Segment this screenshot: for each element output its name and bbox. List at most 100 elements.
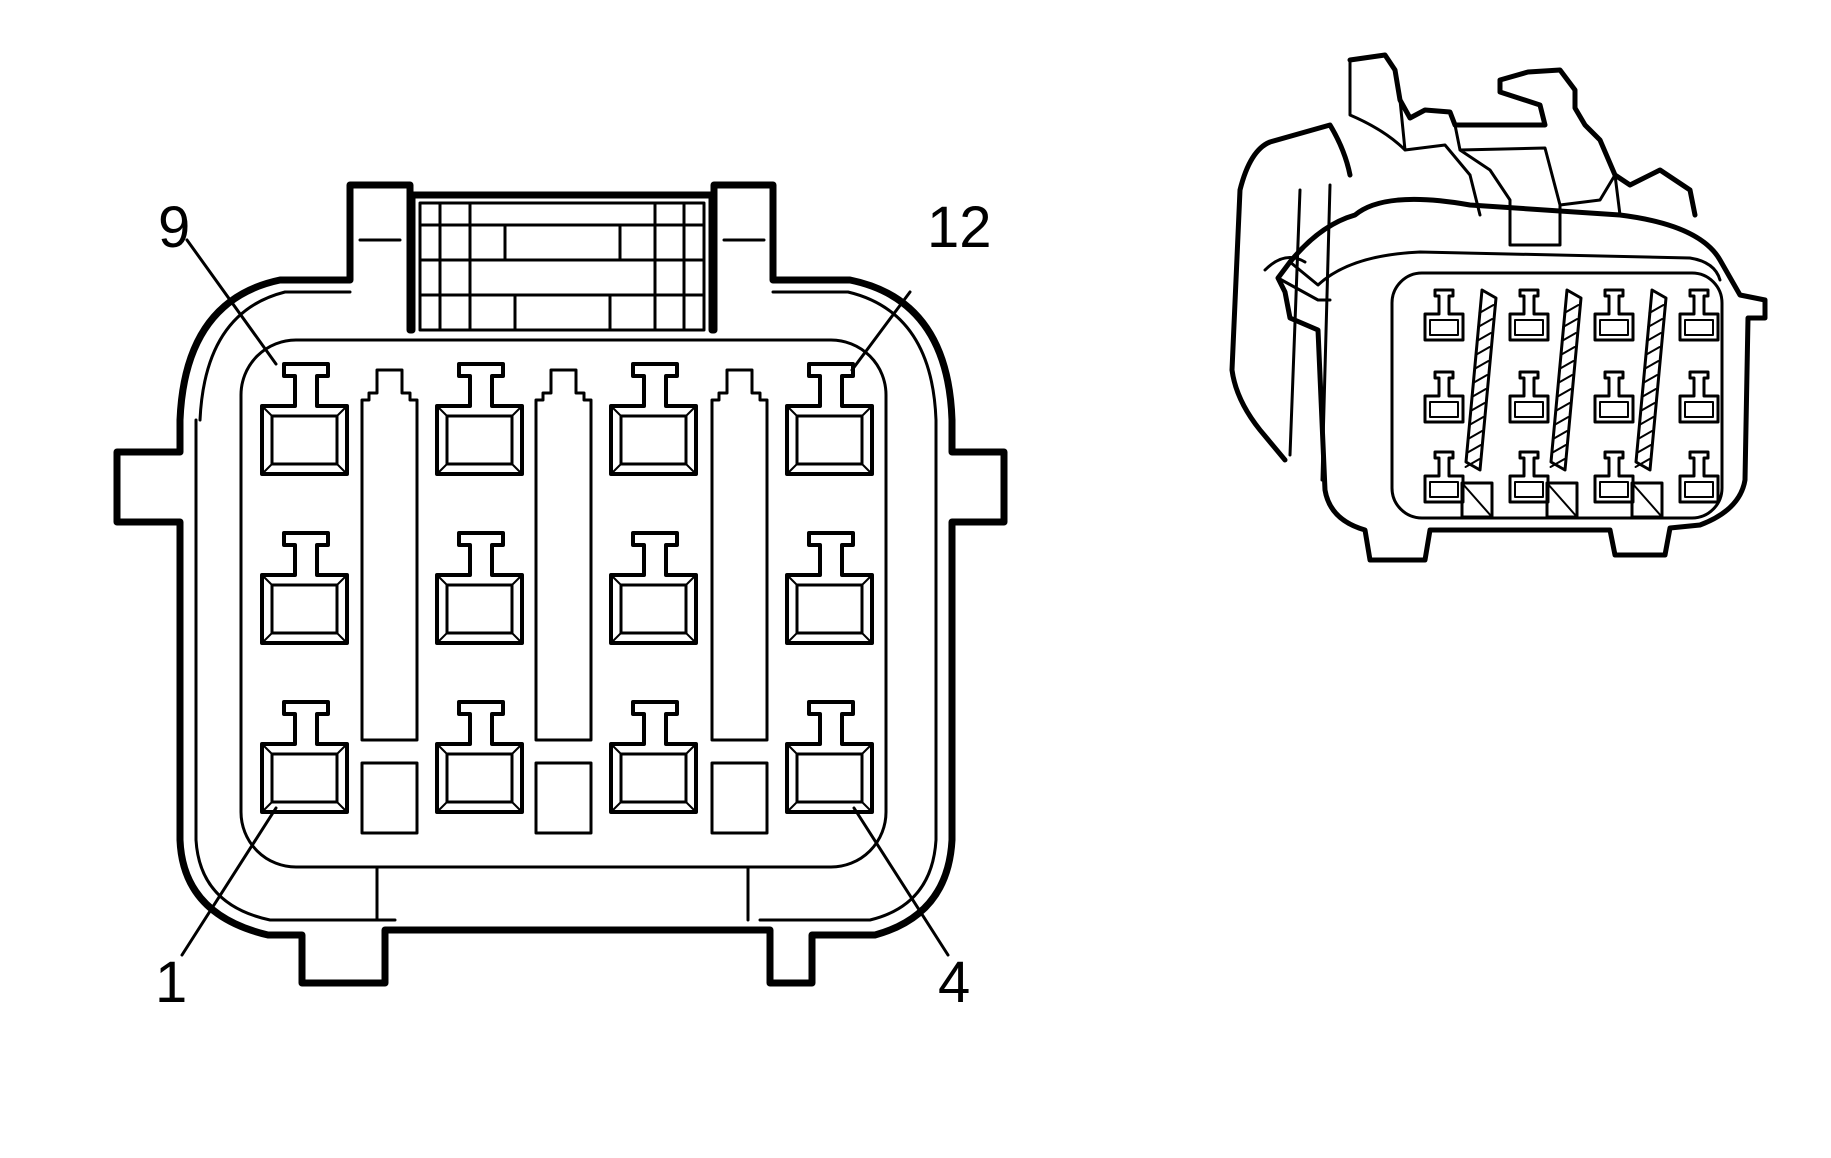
iso-hatch-line — [1644, 346, 1661, 356]
iso-hatch-line — [1469, 402, 1486, 412]
pin-label-1: 1 — [155, 950, 187, 1015]
iso-cavity-outline — [1678, 450, 1720, 504]
iso-hatch-line — [1478, 304, 1495, 314]
iso-separator — [1630, 288, 1668, 519]
iso-hatch-line — [1552, 430, 1569, 440]
iso-cavity-inner — [1684, 401, 1714, 418]
iso-terminal-cavity — [1678, 370, 1720, 424]
cavity-bevel — [436, 405, 523, 475]
iso-cavity-outline — [1423, 288, 1465, 342]
iso-cavity-outline — [1593, 370, 1635, 424]
iso-cavity-inner — [1514, 481, 1544, 498]
cavity-inner — [619, 752, 688, 804]
iso-cavity-inner — [1684, 319, 1714, 336]
separator-block — [360, 761, 419, 835]
iso-cavity-inner — [1514, 319, 1544, 336]
cavity-bevel — [786, 743, 873, 813]
iso-terminal-cavities — [1423, 288, 1720, 504]
iso-cavity-inner — [1514, 401, 1544, 418]
iso-cavity-outline — [1423, 370, 1465, 424]
iso-separator-block — [1630, 481, 1664, 519]
leader-line-1 — [180, 806, 278, 957]
cavity-inner — [270, 414, 339, 466]
cavity-inner — [619, 583, 688, 635]
iso-terminal-cavity — [1678, 450, 1720, 504]
cavity-inner — [445, 583, 514, 635]
iso-hatch-line — [1562, 318, 1579, 328]
terminal-cavity — [260, 362, 349, 476]
iso-hatch-line — [1467, 430, 1484, 440]
column-separator — [534, 368, 593, 835]
iso-terminal-cavity — [1678, 288, 1720, 342]
cavity-inner — [270, 583, 339, 635]
iso-hatch-line — [1464, 458, 1481, 468]
iso-hatch-line — [1640, 388, 1657, 398]
iso-hatch-line — [1559, 346, 1576, 356]
iso-cavity-inner — [1429, 481, 1459, 498]
iso-hatch-line — [1558, 360, 1575, 370]
bottom-key — [375, 865, 750, 922]
iso-separator-block — [1545, 481, 1579, 519]
cavity-bevel — [610, 574, 697, 644]
iso-face-ledge — [1276, 250, 1722, 302]
terminal-cavity — [260, 700, 349, 814]
terminal-cavity — [785, 531, 874, 645]
iso-terminal-cavity — [1593, 288, 1635, 342]
column-separator — [710, 368, 769, 835]
iso-hatch-line — [1555, 388, 1572, 398]
leader-line-4 — [852, 806, 950, 957]
iso-hatch-line — [1638, 416, 1655, 426]
cavity-bevel — [610, 743, 697, 813]
iso-terminal-cavity — [1423, 288, 1465, 342]
iso-hatch-line — [1554, 402, 1571, 412]
connector-isometric-view — [1229, 52, 1768, 563]
latch-block — [358, 201, 766, 332]
iso-cavity-inner — [1599, 319, 1629, 336]
cavity-bevel — [261, 743, 348, 813]
iso-separator-rib — [1464, 288, 1498, 472]
cavity-outline — [260, 700, 349, 814]
separator-block — [534, 761, 593, 835]
iso-terminal-cavity — [1423, 450, 1465, 504]
iso-hatch-line — [1549, 458, 1566, 468]
cavity-inner — [619, 414, 688, 466]
cavity-outline — [785, 531, 874, 645]
cavity-outline — [435, 362, 524, 476]
iso-hatch-line — [1635, 444, 1652, 454]
cavity-bevel — [436, 743, 523, 813]
cavity-outline — [260, 531, 349, 645]
iso-hatch-line — [1563, 304, 1580, 314]
pin-label-9: 9 — [158, 195, 190, 260]
cavity-inner — [445, 414, 514, 466]
iso-hatch-line — [1477, 318, 1494, 328]
iso-terminal-cavity — [1423, 370, 1465, 424]
iso-terminal-cavity — [1593, 450, 1635, 504]
iso-cavity-outline — [1593, 288, 1635, 342]
cavity-bevel — [786, 574, 873, 644]
separator-block — [710, 761, 769, 835]
cavity-bevel — [436, 574, 523, 644]
iso-cavity-outline — [1508, 288, 1550, 342]
cavity-inner — [795, 583, 864, 635]
iso-separator — [1545, 288, 1583, 519]
column-separator — [360, 368, 419, 835]
iso-hatch-line — [1557, 374, 1574, 384]
iso-hatch-line — [1465, 444, 1482, 454]
terminal-cavity — [435, 700, 524, 814]
iso-hatch-line — [1475, 332, 1492, 342]
pin-label-12: 12 — [927, 195, 992, 260]
pin-label-4: 4 — [938, 950, 970, 1015]
cavity-outline — [435, 531, 524, 645]
iso-block-diagonal — [1461, 482, 1493, 518]
iso-block-diagonal — [1631, 482, 1663, 518]
connector-front-view: 9 12 1 4 — [113, 181, 1008, 1015]
iso-hatch-line — [1472, 374, 1489, 384]
iso-hatch-line — [1550, 444, 1567, 454]
iso-top-latch — [1347, 52, 1698, 218]
housing-inner-edge — [194, 290, 938, 922]
leader-line-12 — [850, 290, 912, 372]
terminal-cavity — [609, 362, 698, 476]
iso-separator-block — [1460, 481, 1494, 519]
pin-face — [239, 338, 888, 869]
